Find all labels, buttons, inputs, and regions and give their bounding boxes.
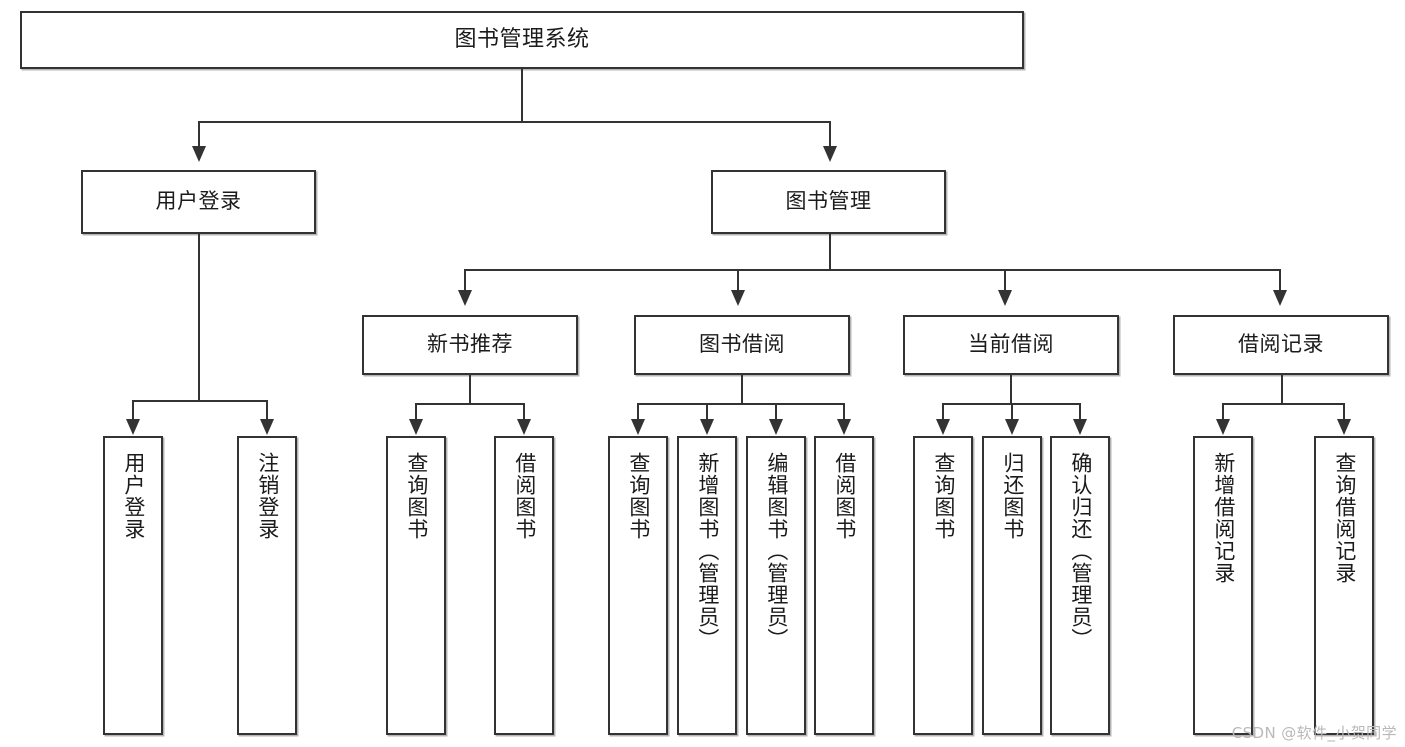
arrowhead-new-book-leaf-2 (517, 419, 531, 435)
node-label: 图书借阅 (699, 332, 785, 357)
node-root-book-management-system[interactable]: 图书管理系统 (20, 11, 1024, 69)
node-current-borrow[interactable]: 当前借阅 (903, 315, 1119, 375)
arrowhead-borrow-records-leaf-1 (1216, 419, 1230, 435)
node-label: 借阅图书 (832, 452, 857, 540)
connector-to-new-book (464, 269, 466, 291)
connector-book-borrow-leaf-4 (843, 403, 845, 420)
connector-root-stem (521, 69, 523, 122)
connector-book-borrow-leaf-1 (637, 403, 639, 420)
node-label: 借阅记录 (1238, 332, 1324, 357)
arrowhead-book-borrow (731, 290, 745, 306)
connector-book-management-stem (829, 234, 831, 270)
arrowhead-user-login-leaf-1 (126, 419, 140, 435)
leaf-current-borrow-2[interactable]: 归还图书 (982, 436, 1042, 735)
node-label: 查询图书 (404, 452, 429, 540)
connector-current-borrow-leaf-1 (942, 403, 944, 420)
leaf-new-book-2[interactable]: 借阅图书 (494, 436, 554, 735)
connector-root-bus (198, 121, 831, 123)
node-book-management[interactable]: 图书管理 (711, 170, 946, 234)
connector-level3-bus (464, 269, 1281, 271)
arrowhead-new-book-leaf-1 (409, 419, 423, 435)
connector-new-book-stem (469, 375, 471, 404)
leaf-current-borrow-3[interactable]: 确认归还（管理员） (1050, 436, 1110, 735)
arrowhead-book-borrow-leaf-1 (631, 419, 645, 435)
node-user-login[interactable]: 用户登录 (81, 170, 316, 234)
connector-to-borrow-records (1279, 269, 1281, 291)
arrowhead-current-borrow-leaf-1 (936, 419, 950, 435)
leaf-borrow-records-1[interactable]: 新增借阅记录 (1193, 436, 1253, 735)
connector-new-book-leaf-1 (415, 403, 417, 420)
connector-borrow-records-bus (1222, 403, 1343, 405)
leaf-book-borrow-3[interactable]: 编辑图书（管理员） (746, 436, 806, 735)
connector-borrow-records-stem (1281, 375, 1283, 404)
node-label: 图书管理 (785, 189, 872, 214)
connector-current-borrow-leaf-3 (1079, 403, 1081, 420)
connector-book-borrow-bus (637, 403, 845, 405)
leaf-book-borrow-1[interactable]: 查询图书 (608, 436, 668, 735)
node-label: 新增借阅记录 (1211, 452, 1236, 584)
leaf-new-book-1[interactable]: 查询图书 (386, 436, 446, 735)
node-label: 用户登录 (121, 452, 146, 540)
leaf-book-borrow-2[interactable]: 新增图书（管理员） (677, 436, 737, 735)
csdn-watermark: CSDN @软件_小贺同学 (1231, 724, 1397, 742)
arrowhead-current-borrow-leaf-2 (1005, 419, 1019, 435)
node-label: 确认归还（管理员） (1068, 452, 1093, 650)
node-label: 当前借阅 (968, 332, 1054, 357)
node-label: 编辑图书（管理员） (764, 452, 789, 650)
arrowhead-book-borrow-leaf-2 (700, 419, 714, 435)
arrowhead-borrow-records-leaf-2 (1337, 419, 1351, 435)
connector-new-book-bus (415, 403, 525, 405)
connector-to-user-login (198, 121, 200, 148)
arrowhead-user-login (192, 146, 206, 162)
leaf-borrow-records-2[interactable]: 查询借阅记录 (1314, 436, 1374, 735)
connector-to-book-management (829, 121, 831, 148)
arrowhead-current-borrow-leaf-3 (1073, 419, 1087, 435)
connector-user-login-leaf-2 (266, 400, 268, 420)
arrowhead-borrow-records (1273, 290, 1287, 306)
leaf-user-login-2[interactable]: 注销登录 (237, 436, 297, 735)
node-label: 注销登录 (255, 452, 280, 540)
arrowhead-user-login-leaf-2 (260, 419, 274, 435)
leaf-user-login-1[interactable]: 用户登录 (103, 436, 163, 735)
connector-book-borrow-stem (741, 375, 743, 404)
node-borrow-records[interactable]: 借阅记录 (1173, 315, 1389, 375)
node-label: 图书管理系统 (454, 26, 590, 52)
leaf-book-borrow-4[interactable]: 借阅图书 (814, 436, 874, 735)
connector-user-login-leaf-1 (132, 400, 134, 420)
node-label: 借阅图书 (512, 452, 537, 540)
node-label: 新增图书（管理员） (695, 452, 720, 650)
connector-borrow-records-leaf-2 (1343, 403, 1345, 420)
node-book-borrow[interactable]: 图书借阅 (634, 315, 850, 375)
connector-to-current-borrow (1004, 269, 1006, 291)
node-label: 查询图书 (931, 452, 956, 540)
connector-borrow-records-leaf-1 (1222, 403, 1224, 420)
arrowhead-current-borrow (998, 290, 1012, 306)
leaf-current-borrow-1[interactable]: 查询图书 (913, 436, 973, 735)
connector-to-book-borrow (737, 269, 739, 291)
node-label: 归还图书 (1000, 452, 1025, 540)
connector-user-login-bus (132, 400, 266, 402)
connector-new-book-leaf-2 (523, 403, 525, 420)
node-label: 新书推荐 (427, 332, 513, 357)
arrowhead-book-management (823, 146, 837, 162)
connector-current-borrow-stem (1010, 375, 1012, 404)
connector-book-borrow-leaf-2 (706, 403, 708, 420)
arrowhead-book-borrow-leaf-3 (769, 419, 783, 435)
connector-current-borrow-leaf-2 (1011, 403, 1013, 420)
node-label: 用户登录 (155, 189, 242, 214)
node-label: 查询图书 (626, 452, 651, 540)
arrowhead-book-borrow-leaf-4 (837, 419, 851, 435)
connector-user-login-stem (198, 234, 200, 401)
arrowhead-new-book (458, 290, 472, 306)
node-label: 查询借阅记录 (1332, 452, 1357, 584)
connector-book-borrow-leaf-3 (775, 403, 777, 420)
node-new-book-recommend[interactable]: 新书推荐 (362, 315, 578, 375)
